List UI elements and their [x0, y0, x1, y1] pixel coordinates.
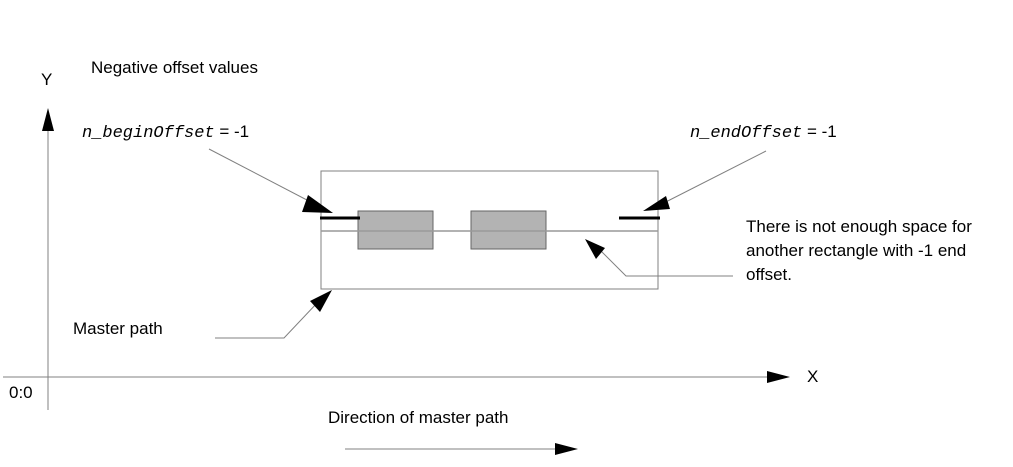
note-text: There is not enough space for another re…: [746, 217, 972, 284]
shape-rectangle-2: [470, 210, 547, 250]
diagram-title: Negative offset values: [91, 58, 258, 77]
shape-rectangle-1: [357, 210, 434, 250]
x-axis-label: X: [807, 367, 819, 386]
direction-label: Direction of master path: [328, 408, 509, 427]
y-axis-arrowhead: [42, 108, 54, 131]
master-path-leader: [215, 301, 319, 339]
begin-offset-arrowhead: [302, 195, 333, 213]
y-axis-label: Y: [41, 70, 53, 89]
master-path-arrowhead: [310, 290, 332, 312]
note-arrowhead: [585, 239, 605, 259]
end-offset-value: = -1: [806, 122, 837, 141]
end-offset-label: n_endOffset = -1: [690, 122, 837, 144]
master-path-label: Master path: [73, 319, 163, 338]
begin-offset-label: n_beginOffset = -1: [82, 122, 249, 144]
end-offset-arrowhead: [643, 196, 670, 211]
end-offset-leader: [649, 150, 767, 211]
origin-label: 0:0: [9, 383, 33, 402]
direction-arrowhead: [555, 443, 578, 455]
begin-offset-name: n_beginOffset: [82, 124, 215, 143]
begin-offset-value: = -1: [219, 122, 250, 141]
x-axis-arrowhead: [767, 371, 790, 383]
note-leader: [599, 249, 733, 277]
end-offset-name: n_endOffset: [690, 124, 803, 143]
outer-rectangle: [320, 170, 659, 290]
